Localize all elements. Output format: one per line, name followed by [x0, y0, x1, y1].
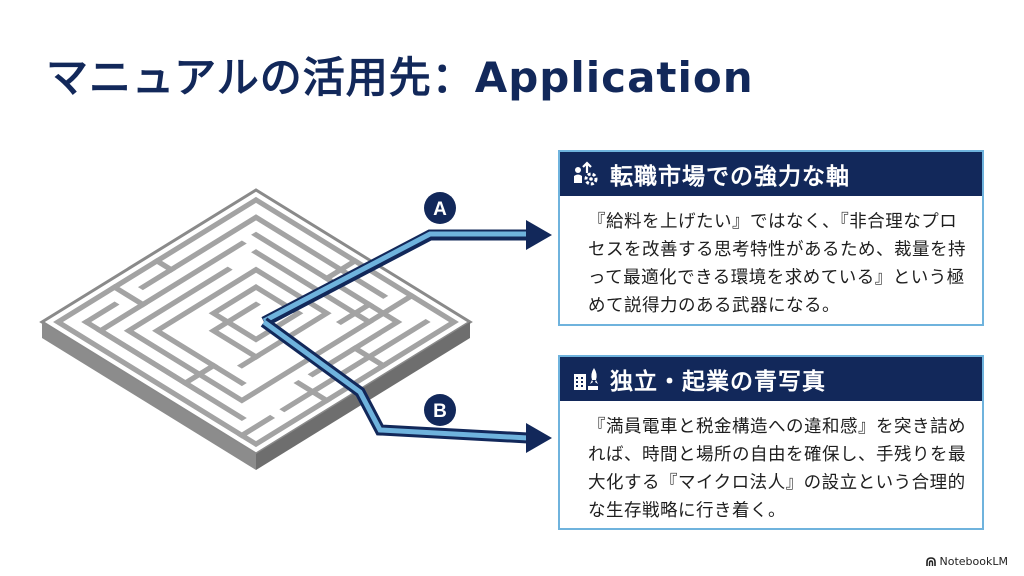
career-gears-icon — [574, 161, 598, 186]
branch-card-a-title: 転職市場での強力な軸 — [610, 164, 850, 190]
building-rocket-icon — [574, 368, 598, 390]
marker-b: B — [424, 394, 456, 426]
branch-card-b: 独立・起業の青写真 『満員電車と税金構造への違和感』を突き詰めれば、時間と場所の… — [558, 355, 984, 530]
branch-card-a: 転職市場での強力な軸 『給料を上げたい』ではなく、『非合理なプロセスを改善する思… — [558, 150, 984, 326]
branch-card-a-header: 転職市場での強力な軸 — [560, 152, 982, 196]
footer-brand: NotebookLM — [925, 555, 1008, 568]
arrow-b — [526, 423, 552, 453]
marker-a: A — [424, 192, 456, 224]
arrow-a — [526, 220, 552, 250]
branch-card-b-header: 独立・起業の青写真 — [560, 357, 982, 401]
branch-card-b-title: 独立・起業の青写真 — [610, 369, 826, 395]
branch-card-a-text: 『給料を上げたい』ではなく、『非合理なプロセスを改善する思考特性があるため、裁量… — [588, 212, 966, 316]
notebooklm-logo-icon — [925, 556, 936, 566]
svg-text:B: B — [433, 401, 447, 422]
svg-text:A: A — [433, 199, 447, 220]
page-title: マニュアルの活用先：Application — [46, 53, 754, 102]
branch-card-b-text: 『満員電車と税金構造への違和感』を突き詰めれば、時間と場所の自由を確保し、手残り… — [588, 417, 966, 521]
footer-brand-label: NotebookLM — [939, 555, 1008, 568]
maze-top — [39, 188, 473, 456]
